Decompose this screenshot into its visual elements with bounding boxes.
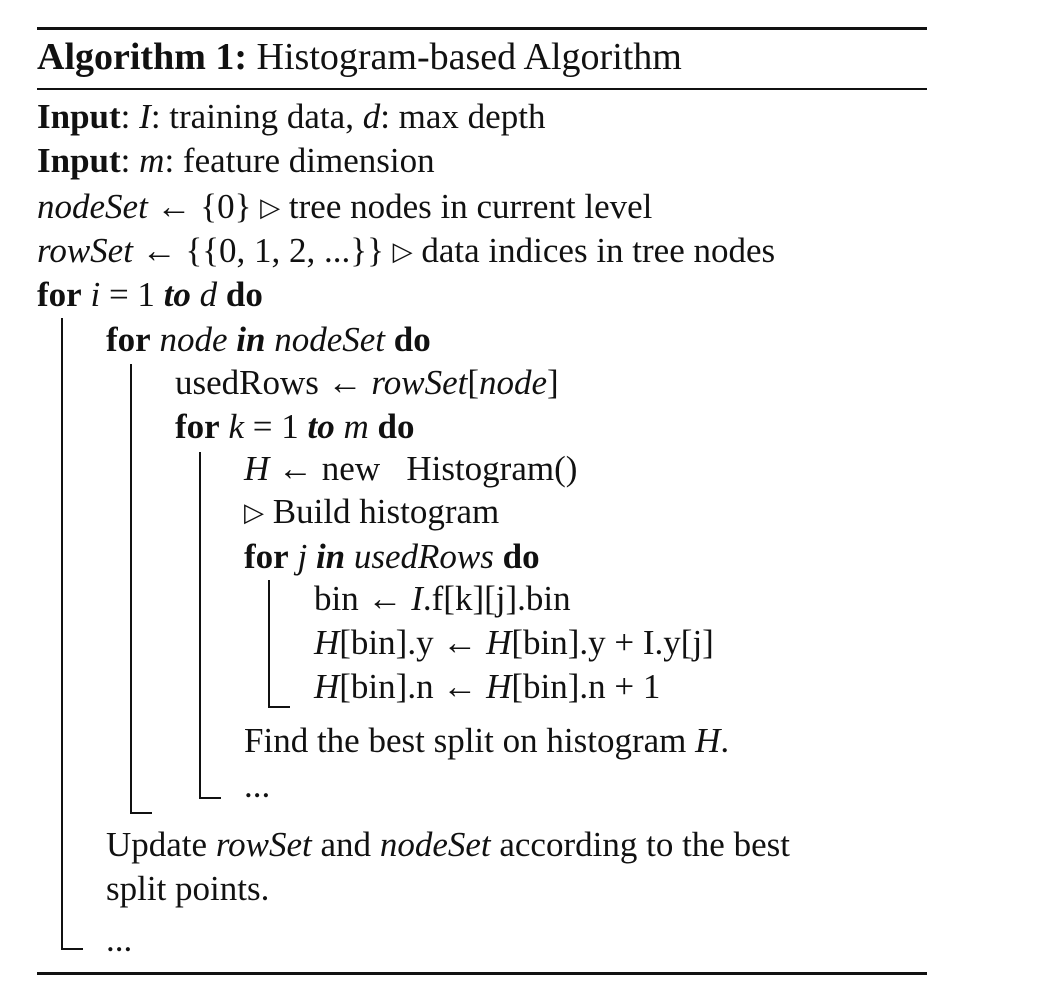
algorithm-label: Algorithm 1: — [37, 36, 248, 78]
text: : training data, — [150, 97, 363, 136]
var-nodeset: nodeSet — [274, 320, 385, 359]
hist-n-line: H[bin].n ← H[bin].n + 1 — [314, 665, 660, 709]
inner-ellipsis: ... — [244, 766, 271, 805]
text: according to the best — [490, 825, 790, 864]
for-i-line: for i = 1 to d do — [37, 273, 263, 317]
var-i: i — [90, 275, 101, 314]
kw-for: for — [106, 320, 151, 359]
text: .f[k][j].bin — [422, 579, 571, 618]
for-j-block-bracket — [268, 580, 290, 708]
hist-y-line: H[bin].y ← H[bin].y + I.y[j] — [314, 621, 714, 665]
var-H: H — [314, 667, 340, 706]
var-rowset: rowSet — [37, 231, 133, 270]
text: Find the best split on histogram — [244, 721, 696, 760]
for-k-line: for k = 1 to m do — [175, 405, 414, 449]
for-j-line: for j in usedRows do — [244, 535, 540, 579]
var-rowset: rowSet — [371, 363, 468, 402]
histogram-new-line: H ← new Histogram() — [244, 447, 577, 491]
text: ] — [547, 363, 559, 402]
var-nodeset: nodeSet — [379, 825, 491, 864]
kw-do: do — [377, 407, 415, 446]
text: ← {{0, 1, 2, ...}} — [132, 231, 393, 270]
update-continuation-line: split points. — [106, 869, 270, 908]
outer-ellipsis: ... — [106, 920, 133, 959]
text: [bin].n ← — [339, 667, 487, 706]
var-H: H — [695, 721, 721, 760]
find-split-line: Find the best split on histogram H. — [244, 719, 729, 763]
input-keyword: Input — [37, 141, 121, 180]
kw-in: in — [315, 537, 346, 576]
bottom-rule — [37, 972, 927, 975]
text: = 1 — [244, 407, 308, 446]
for-node-line: for node in nodeSet do — [106, 318, 431, 362]
text: [bin].y ← — [339, 623, 487, 662]
build-comment-line: ▷ Build histogram — [244, 490, 499, 537]
kw-do: do — [393, 320, 431, 359]
kw-in: in — [236, 320, 266, 359]
nodeset-init-line: nodeSet ← {0} ▷ tree nodes in current le… — [37, 185, 652, 232]
text: : feature dimension — [164, 141, 435, 180]
for-k-block-bracket — [199, 452, 221, 799]
var-k: k — [228, 407, 244, 446]
comment: Build histogram — [272, 492, 500, 531]
var-d: d — [362, 97, 381, 136]
algorithm-title: Algorithm 1: Histogram-based Algorithm — [37, 32, 682, 82]
kw-do: do — [502, 537, 540, 576]
input-line-2: Input: m: feature dimension — [37, 139, 435, 183]
comment-triangle-icon: ▷ — [392, 237, 413, 266]
var-m: m — [343, 407, 369, 446]
var-rowset: rowSet — [215, 825, 312, 864]
var-H: H — [486, 623, 512, 662]
input-line-1: Input: I: training data, d: max depth — [37, 95, 545, 139]
text: = 1 — [100, 275, 164, 314]
text: [bin].y + I.y[j] — [511, 623, 714, 662]
text: . — [720, 721, 730, 760]
comment-triangle-icon: ▷ — [244, 498, 264, 527]
text: [ — [467, 363, 479, 402]
kw-to: to — [307, 407, 335, 446]
for-i-block-bracket — [61, 318, 83, 950]
text: ← new Histogram() — [269, 449, 578, 488]
bin-line: bin ← I.f[k][j].bin — [314, 577, 571, 621]
comment: data indices in tree nodes — [421, 231, 776, 270]
update-line: Update rowSet and nodeSet according to t… — [106, 823, 790, 867]
text: and — [311, 825, 380, 864]
var-H: H — [486, 667, 512, 706]
var-node: node — [159, 320, 228, 359]
kw-do: do — [225, 275, 263, 314]
var-usedrows: usedRows — [353, 537, 494, 576]
text: [bin].n + 1 — [511, 667, 661, 706]
usedrows-line: usedRows ← rowSet[node] — [175, 361, 559, 405]
input-keyword: Input — [37, 97, 121, 136]
header-rule — [37, 88, 927, 90]
var-m: m — [139, 141, 165, 180]
text: : — [120, 97, 140, 136]
kw-to: to — [163, 275, 191, 314]
var-j: j — [297, 537, 308, 576]
text: : max depth — [380, 97, 546, 136]
comment-triangle-icon: ▷ — [260, 193, 281, 222]
text: ← {0} — [147, 187, 261, 226]
algorithm-name: Histogram-based Algorithm — [256, 36, 682, 78]
text: bin ← — [314, 579, 412, 618]
var-H: H — [244, 449, 270, 488]
var-d: d — [199, 275, 218, 314]
var-I: I — [411, 579, 423, 618]
comment: tree nodes in current level — [288, 187, 653, 226]
var-node: node — [479, 363, 548, 402]
for-node-block-bracket — [130, 364, 152, 814]
var-H: H — [314, 623, 340, 662]
text: Update — [106, 825, 216, 864]
rowset-init-line: rowSet ← {{0, 1, 2, ...}} ▷ data indices… — [37, 229, 775, 276]
kw-for: for — [175, 407, 220, 446]
var-I: I — [139, 97, 151, 136]
kw-for: for — [37, 275, 82, 314]
text: usedRows ← — [175, 363, 372, 402]
text: : — [120, 141, 140, 180]
var-nodeset: nodeSet — [37, 187, 148, 226]
top-rule — [37, 27, 927, 30]
kw-for: for — [244, 537, 289, 576]
